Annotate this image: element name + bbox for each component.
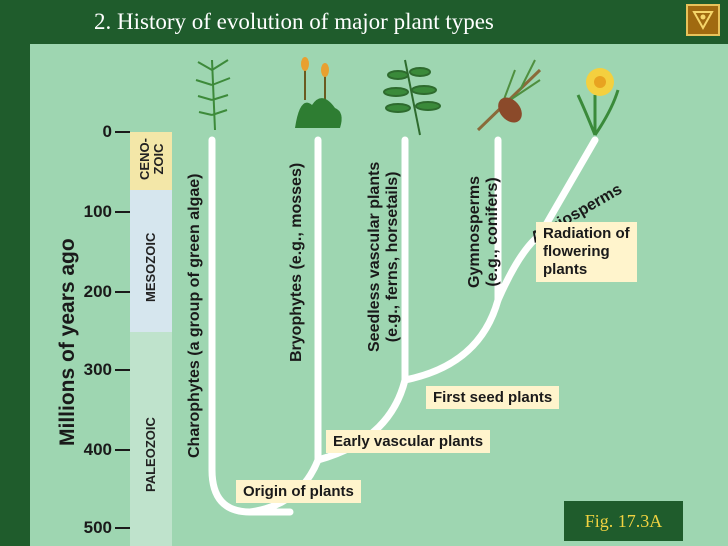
title-bar: 2. History of evolution of major plant t…: [0, 0, 728, 44]
tick-label: 0: [102, 122, 112, 141]
lineage-label-charophytes: Charophytes (a group of green algae): [186, 173, 203, 458]
era-label: PALEOZOIC: [143, 417, 158, 492]
daffodil-icon: [576, 68, 620, 136]
lineage-label-seedless-vascular: Seedless vascular plants (e.g., ferns, h…: [366, 161, 401, 352]
lineage-label-gymnosperms: Gymnosperms (e.g., conifers): [466, 175, 501, 288]
tick-label: 500: [83, 518, 112, 537]
branch-seed-plants: [401, 136, 502, 384]
slide-title: 2. History of evolution of major plant t…: [94, 9, 494, 34]
branch-early-vascular: [314, 136, 409, 464]
tick-label: 200: [83, 282, 112, 301]
moss-icon: [295, 57, 342, 128]
tick-label: 100: [83, 202, 112, 221]
event-first-seed-plants: First seed plants: [426, 386, 560, 409]
era-paleozoic: PALEOZOIC: [130, 332, 172, 546]
college-logo-icon: [686, 4, 720, 36]
conifer-icon: [476, 59, 542, 132]
era-mesozoic: MESOZOIC: [130, 190, 172, 332]
event-early-vascular-plants: Early vascular plants: [326, 430, 491, 453]
lineage-label-bryophytes: Bryophytes (e.g., mosses): [288, 162, 305, 362]
figure-label: Fig. 17.3A: [564, 501, 683, 541]
era-label: MESOZOIC: [143, 232, 158, 302]
era-label: CENO- ZOIC: [137, 138, 166, 180]
event-origin-of-plants: Origin of plants: [236, 480, 361, 503]
event-radiation-flowering: Radiation of flowering plants: [536, 222, 637, 282]
era-cenozoic: CENO- ZOIC: [130, 132, 172, 190]
charophyte-icon: [195, 59, 231, 131]
tick-label: 400: [83, 440, 112, 459]
tick-label: 300: [83, 360, 112, 379]
fern-icon: [383, 59, 441, 136]
